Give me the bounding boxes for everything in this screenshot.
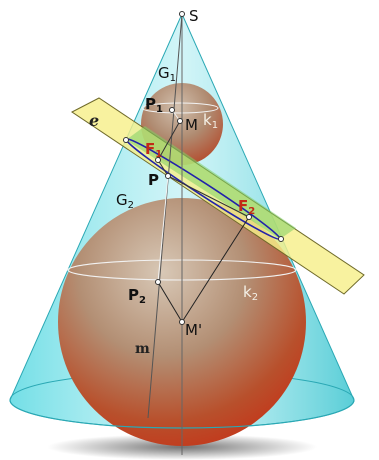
label-generator-m: m: [135, 341, 150, 357]
point-m: [177, 118, 183, 124]
label-plane-e: e: [89, 111, 99, 130]
line-mprime-f2: [181, 216, 250, 323]
label-k2: k2: [243, 283, 258, 303]
line-p2-mprime: [157, 281, 183, 323]
point-f1: [155, 157, 161, 163]
label-g2: G2: [116, 191, 134, 211]
label-m: M: [185, 116, 198, 134]
label-g1: G1: [158, 64, 176, 84]
point-s: [179, 11, 185, 17]
point-f2: [246, 214, 252, 220]
line-m-f1: [157, 120, 181, 161]
label-apex-s: S: [189, 7, 199, 25]
touch-circle-k1: [141, 102, 219, 114]
line-p-f1: [157, 159, 169, 177]
point-p2: [155, 279, 161, 285]
point-end-right: [278, 236, 284, 242]
label-k1: k1: [203, 111, 218, 131]
plane-inside-cone: [126, 126, 296, 239]
point-p1: [169, 107, 175, 113]
label-p: P: [148, 171, 159, 189]
point-end-left: [123, 137, 129, 143]
point-m-prime: [179, 319, 185, 325]
label-f2: F2: [238, 197, 255, 217]
label-p2: P2: [128, 286, 146, 306]
line-p-f2: [167, 175, 250, 218]
generator-line-m: [147, 13, 183, 419]
line-p-p2: [157, 175, 169, 283]
label-m-prime: M': [185, 321, 202, 339]
point-p: [165, 173, 171, 179]
label-p1: P1: [145, 95, 163, 115]
label-f1: F1: [145, 140, 162, 160]
